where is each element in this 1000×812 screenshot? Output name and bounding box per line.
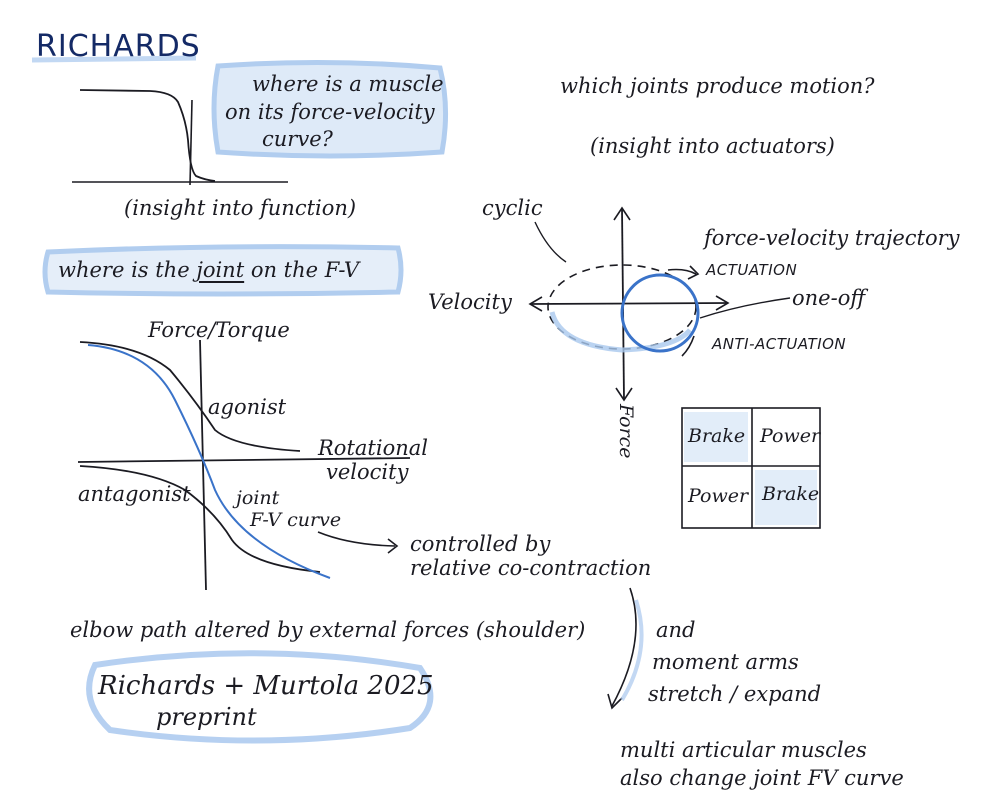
highlight-joint-question bbox=[42, 244, 404, 297]
cyclic-trajectory-shade bbox=[549, 311, 692, 353]
agonist-curve bbox=[79, 341, 301, 452]
reference-line2: preprint bbox=[156, 703, 257, 731]
quadrant-box bbox=[681, 407, 821, 529]
actuation-arrow bbox=[667, 268, 697, 275]
elbow-note: elbow path altered by external forces (s… bbox=[70, 618, 586, 642]
joint-fv-x-label-line1: Rotational bbox=[318, 436, 428, 460]
cyclic-label: cyclic bbox=[482, 196, 543, 220]
actuators-insight-label: (insight into actuators) bbox=[590, 134, 835, 158]
cyclic-pointer bbox=[534, 221, 567, 263]
muscle-question-line2: on its force-velocity bbox=[225, 100, 435, 124]
cyclic-trajectory bbox=[547, 264, 697, 350]
trajectory-y-arrow-bottom bbox=[615, 387, 633, 402]
anti-actuation-label: ANTI-ACTUATION bbox=[712, 335, 847, 353]
joint-question-emphasis: joint bbox=[196, 258, 245, 282]
one-off-pointer bbox=[699, 297, 791, 319]
one-off-label: one-off bbox=[792, 286, 866, 310]
moment-note-line1: and bbox=[656, 618, 696, 642]
agonist-label: agonist bbox=[208, 395, 287, 419]
fv-insight-label: (insight into function) bbox=[124, 196, 357, 220]
actuation-arrow-head bbox=[687, 265, 700, 280]
controlled-label-line1: controlled by bbox=[410, 532, 551, 556]
anti-actuation-arrow bbox=[681, 335, 695, 357]
moment-arrow-shade bbox=[620, 599, 644, 702]
moment-note-line3: stretch / expand bbox=[648, 682, 822, 706]
multi-note-line2: also change joint FV curve bbox=[620, 766, 904, 790]
fv-curve-line bbox=[79, 89, 216, 182]
page-title: RICHARDS bbox=[36, 29, 201, 64]
fv-vertical-axis bbox=[189, 99, 193, 186]
actuation-label: ACTUATION bbox=[706, 261, 798, 279]
reference-line1: Richards + Murtola 2025 bbox=[98, 671, 434, 701]
highlight-title bbox=[31, 55, 197, 63]
trajectory-x-arrow-left bbox=[528, 296, 543, 312]
joint-curve-label-line1: joint bbox=[236, 487, 280, 509]
joint-fv-x-label-line2: velocity bbox=[326, 460, 409, 484]
moment-arrow-head bbox=[607, 693, 623, 710]
quadrant-bottom-left-label: Power bbox=[688, 485, 749, 507]
controlled-label-line2: relative co-contraction bbox=[410, 556, 652, 580]
quadrant-shade-bottom-right bbox=[755, 470, 817, 525]
joints-motion-question: which joints produce motion? bbox=[560, 74, 875, 98]
highlight-reference bbox=[86, 650, 434, 744]
multi-note-line1: multi articular muscles bbox=[620, 738, 867, 762]
antagonist-curve bbox=[79, 465, 321, 573]
trajectory-title: force-velocity trajectory bbox=[704, 226, 960, 250]
quadrant-top-right-label: Power bbox=[760, 425, 821, 447]
trajectory-y-arrow-top bbox=[613, 206, 631, 221]
joint-question-post: on the F-V bbox=[244, 258, 360, 282]
joint-fv-y-label: Force/Torque bbox=[148, 318, 290, 342]
moment-arrow bbox=[611, 587, 637, 707]
joint-fv-x-axis bbox=[77, 457, 411, 463]
joint-fv-y-axis bbox=[199, 339, 207, 591]
muscle-question-line3: curve? bbox=[262, 127, 333, 151]
joint-question: where is the joint on the F-V bbox=[58, 258, 359, 282]
controlled-arrow bbox=[317, 531, 396, 547]
quadrant-shade-top-left bbox=[684, 412, 748, 462]
quadrant-top-left-label: Brake bbox=[688, 425, 746, 447]
quadrant-bottom-right-label: Brake bbox=[762, 483, 820, 505]
muscle-question-line1: where is a muscle bbox=[252, 72, 444, 96]
joint-question-pre: where is the bbox=[58, 258, 197, 282]
antagonist-label: antagonist bbox=[78, 482, 191, 506]
highlight-muscle-question bbox=[211, 59, 449, 159]
joint-fv-curve bbox=[87, 344, 331, 579]
moment-note-line2: moment arms bbox=[652, 650, 799, 674]
trajectory-x-arrow-right bbox=[715, 295, 730, 311]
force-axis-label: Force bbox=[615, 404, 637, 459]
velocity-axis-label: Velocity bbox=[428, 290, 512, 314]
controlled-arrow-head bbox=[387, 538, 399, 554]
joint-curve-label-line2: F-V curve bbox=[250, 509, 342, 531]
one-off-trajectory bbox=[620, 273, 700, 353]
